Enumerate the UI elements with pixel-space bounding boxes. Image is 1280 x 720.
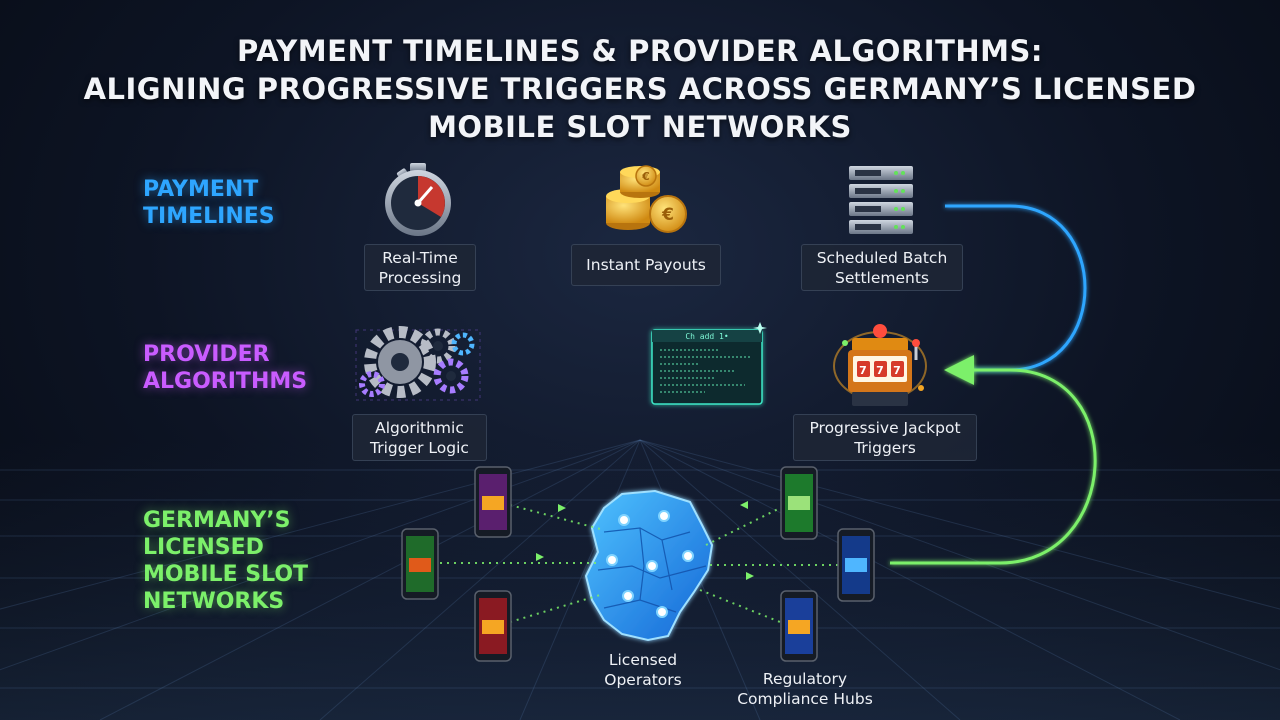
- stopwatch-icon: [385, 163, 451, 236]
- node-algorithmic-trigger-logic: Algorithmic Trigger Logic: [352, 414, 487, 461]
- title-line-2: ALIGNING PROGRESSIVE TRIGGERS ACROSS GER…: [83, 72, 1197, 106]
- coins-icon: € €: [606, 165, 687, 233]
- germany-map-icon: [584, 489, 714, 642]
- network-links: [440, 504, 838, 623]
- node-label: Compliance Hubs: [737, 690, 873, 708]
- grid-floor: [0, 439, 1280, 720]
- row-label-line: MOBILE SLOT: [143, 562, 309, 587]
- svg-text:€: €: [661, 205, 674, 225]
- phone-right-bottom: [780, 590, 818, 662]
- server-icon: [849, 166, 913, 234]
- row-label-line: PROVIDER: [143, 342, 270, 367]
- connector-batch-to-jackpot: [945, 204, 1087, 372]
- svg-text:7: 7: [876, 364, 884, 377]
- row-label-line: GERMANY’S: [143, 508, 291, 533]
- phone-right-middle: [837, 528, 875, 602]
- node-regulatory-compliance-hubs: Regulatory Compliance Hubs: [720, 669, 890, 709]
- gears-icon: [355, 326, 481, 401]
- node-label: Real-Time: [382, 248, 458, 267]
- row-label-provider-algorithms: PROVIDER ALGORITHMS: [143, 341, 307, 395]
- node-label: Triggers: [854, 438, 916, 457]
- node-licensed-operators: Licensed Operators: [583, 650, 703, 690]
- node-label: Settlements: [835, 268, 929, 287]
- node-realtime-processing: Real-Time Processing: [364, 244, 476, 291]
- node-label: Progressive Jackpot: [809, 418, 961, 437]
- flow-chevrons: [536, 501, 754, 580]
- code-window: Ch add 1•: [651, 322, 767, 405]
- row-label-payment-timelines: PAYMENT TIMELINES: [143, 176, 275, 230]
- title-line-1: PAYMENT TIMELINES & PROVIDER ALGORITHMS:: [237, 34, 1043, 68]
- node-label: Processing: [378, 268, 462, 287]
- node-label: Regulatory: [762, 670, 848, 688]
- phone-left-middle: [401, 528, 439, 600]
- phone-left-top: [474, 466, 512, 538]
- row-label-line: TIMELINES: [143, 204, 275, 229]
- node-scheduled-batch-settlements: Scheduled Batch Settlements: [801, 244, 963, 291]
- node-progressive-jackpot-triggers: Progressive Jackpot Triggers: [793, 414, 977, 461]
- row-label-line: LICENSED: [143, 535, 264, 560]
- node-instant-payouts: Instant Payouts: [571, 244, 721, 286]
- node-label: Licensed: [608, 651, 678, 669]
- row-label-line: ALGORITHMS: [143, 369, 308, 394]
- node-label: Trigger Logic: [370, 438, 469, 457]
- svg-text:€: €: [641, 170, 650, 183]
- connector-networks-to-jackpot: [890, 355, 1097, 565]
- node-label: Scheduled Batch: [816, 248, 948, 267]
- node-label: Algorithmic: [375, 418, 464, 437]
- title-line-3: MOBILE SLOT NETWORKS: [428, 110, 852, 144]
- node-label: Instant Payouts: [586, 256, 706, 274]
- svg-text:7: 7: [859, 364, 867, 377]
- slot-machine-icon: 7 7 7: [833, 324, 927, 406]
- row-label-line: PAYMENT: [143, 177, 259, 202]
- phone-right-top: [780, 466, 818, 540]
- row-label-line: NETWORKS: [143, 589, 285, 614]
- phone-left-bottom: [474, 590, 512, 662]
- node-label: Operators: [604, 671, 682, 689]
- page-title: PAYMENT TIMELINES & PROVIDER ALGORITHMS:…: [0, 32, 1280, 146]
- svg-text:7: 7: [893, 364, 901, 377]
- row-label-licensed-networks: GERMANY’S LICENSED MOBILE SLOT NETWORKS: [143, 507, 308, 615]
- code-window-header: Ch add 1•: [685, 332, 728, 341]
